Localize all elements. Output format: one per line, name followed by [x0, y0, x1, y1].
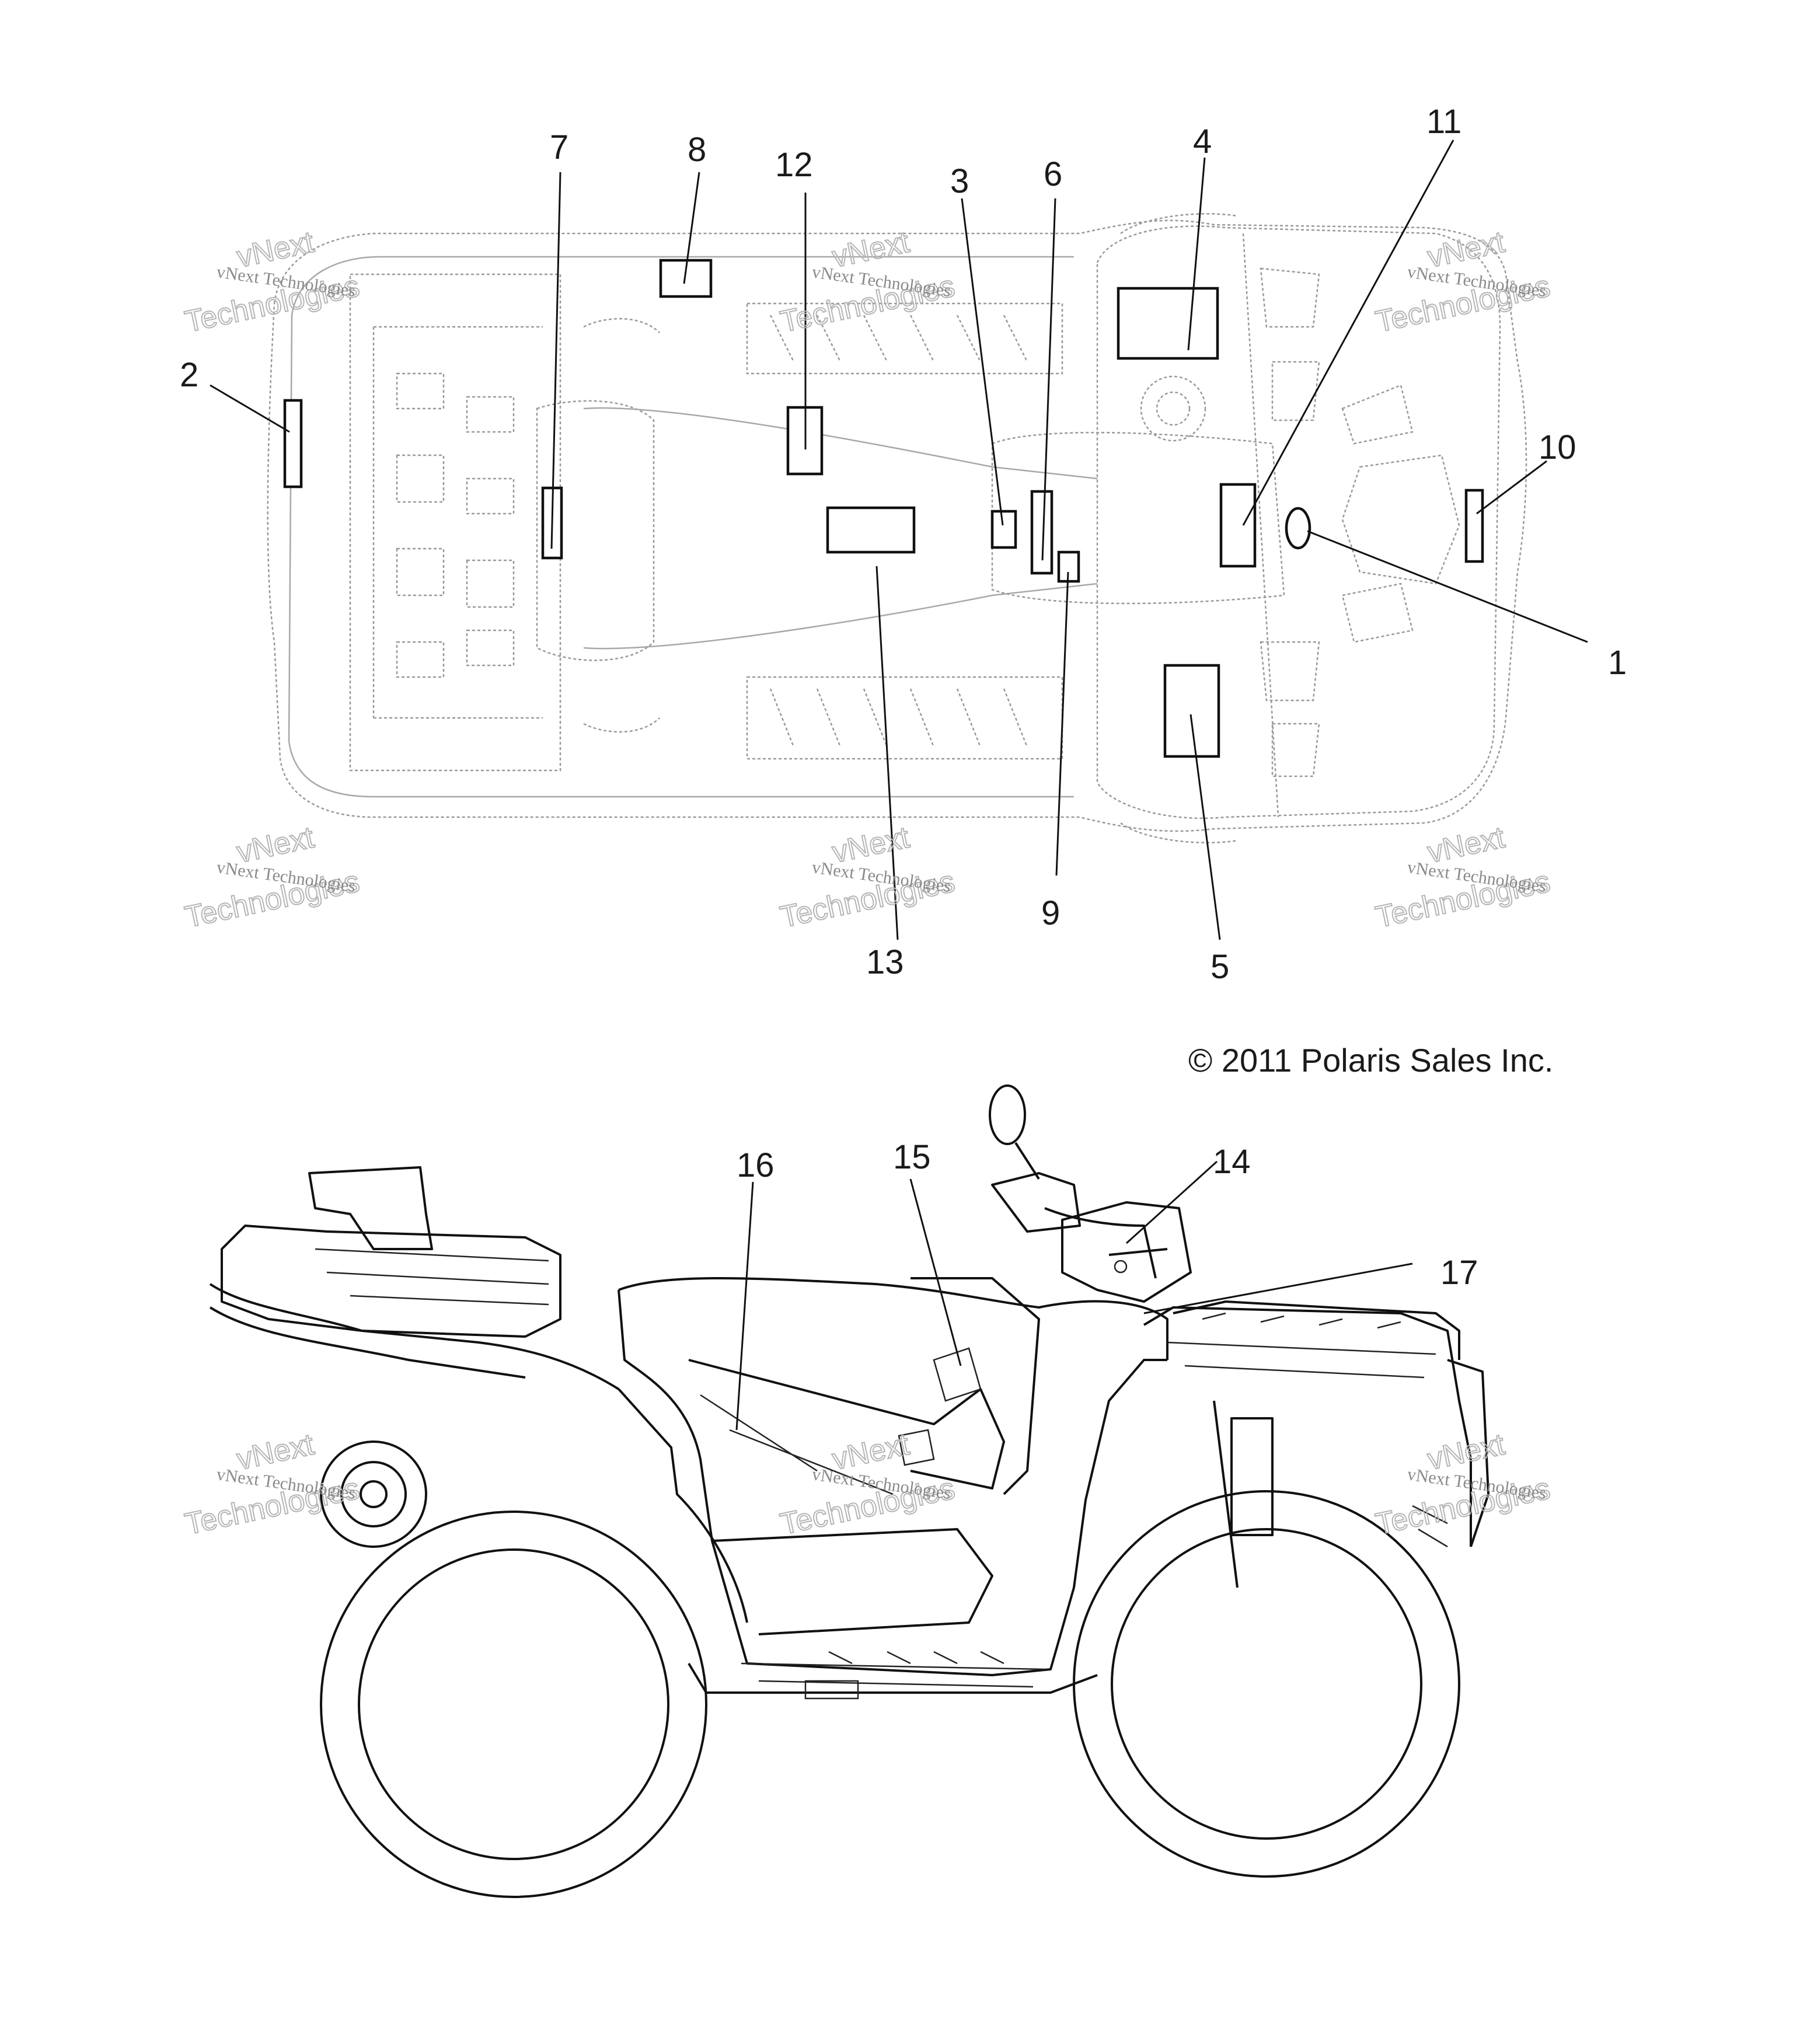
side-view-vehicle — [209, 1084, 1489, 1898]
callout-6: 6 — [1044, 155, 1062, 193]
decal-6 — [1030, 490, 1054, 575]
decal-2 — [283, 399, 303, 489]
callout-9: 9 — [1041, 894, 1060, 932]
callout-12: 12 — [775, 146, 813, 184]
top-view-callouts: 1 2 3 4 5 6 7 8 9 10 11 12 13 — [180, 103, 1627, 986]
front-wheel — [1073, 1490, 1460, 1878]
top-view-leaders — [210, 139, 1588, 940]
decal-1 — [1285, 507, 1311, 550]
callout-7: 7 — [550, 128, 568, 166]
callout-3: 3 — [950, 162, 969, 200]
rear-wheel — [320, 1511, 707, 1898]
decal-13 — [826, 506, 916, 554]
callout-11: 11 — [1426, 103, 1461, 141]
callout-15: 15 — [893, 1138, 931, 1176]
callout-2: 2 — [180, 356, 198, 394]
decal-4 — [1117, 287, 1219, 360]
copyright-notice: © 2011 Polaris Sales Inc. — [1188, 1042, 1553, 1079]
decal-3 — [990, 510, 1017, 549]
mirror — [989, 1084, 1026, 1145]
callout-13: 13 — [866, 943, 904, 981]
callout-16: 16 — [737, 1146, 775, 1184]
side-view-leaders — [735, 1160, 1413, 1431]
callout-1: 1 — [1608, 644, 1627, 682]
callout-14: 14 — [1213, 1143, 1251, 1181]
decal-11 — [1219, 483, 1257, 568]
callout-10: 10 — [1539, 428, 1576, 466]
decal-5 — [1163, 664, 1220, 758]
decal-10 — [1464, 489, 1484, 563]
callout-4: 4 — [1193, 123, 1212, 161]
top-view-outline — [267, 213, 1527, 843]
watermarks: vNext Technologies vNext Technologies vN… — [182, 225, 1554, 1542]
callout-17: 17 — [1440, 1254, 1478, 1292]
callout-8: 8 — [688, 131, 706, 169]
side-view-callouts: 14 15 16 17 — [737, 1138, 1478, 1292]
callout-5: 5 — [1211, 948, 1229, 986]
